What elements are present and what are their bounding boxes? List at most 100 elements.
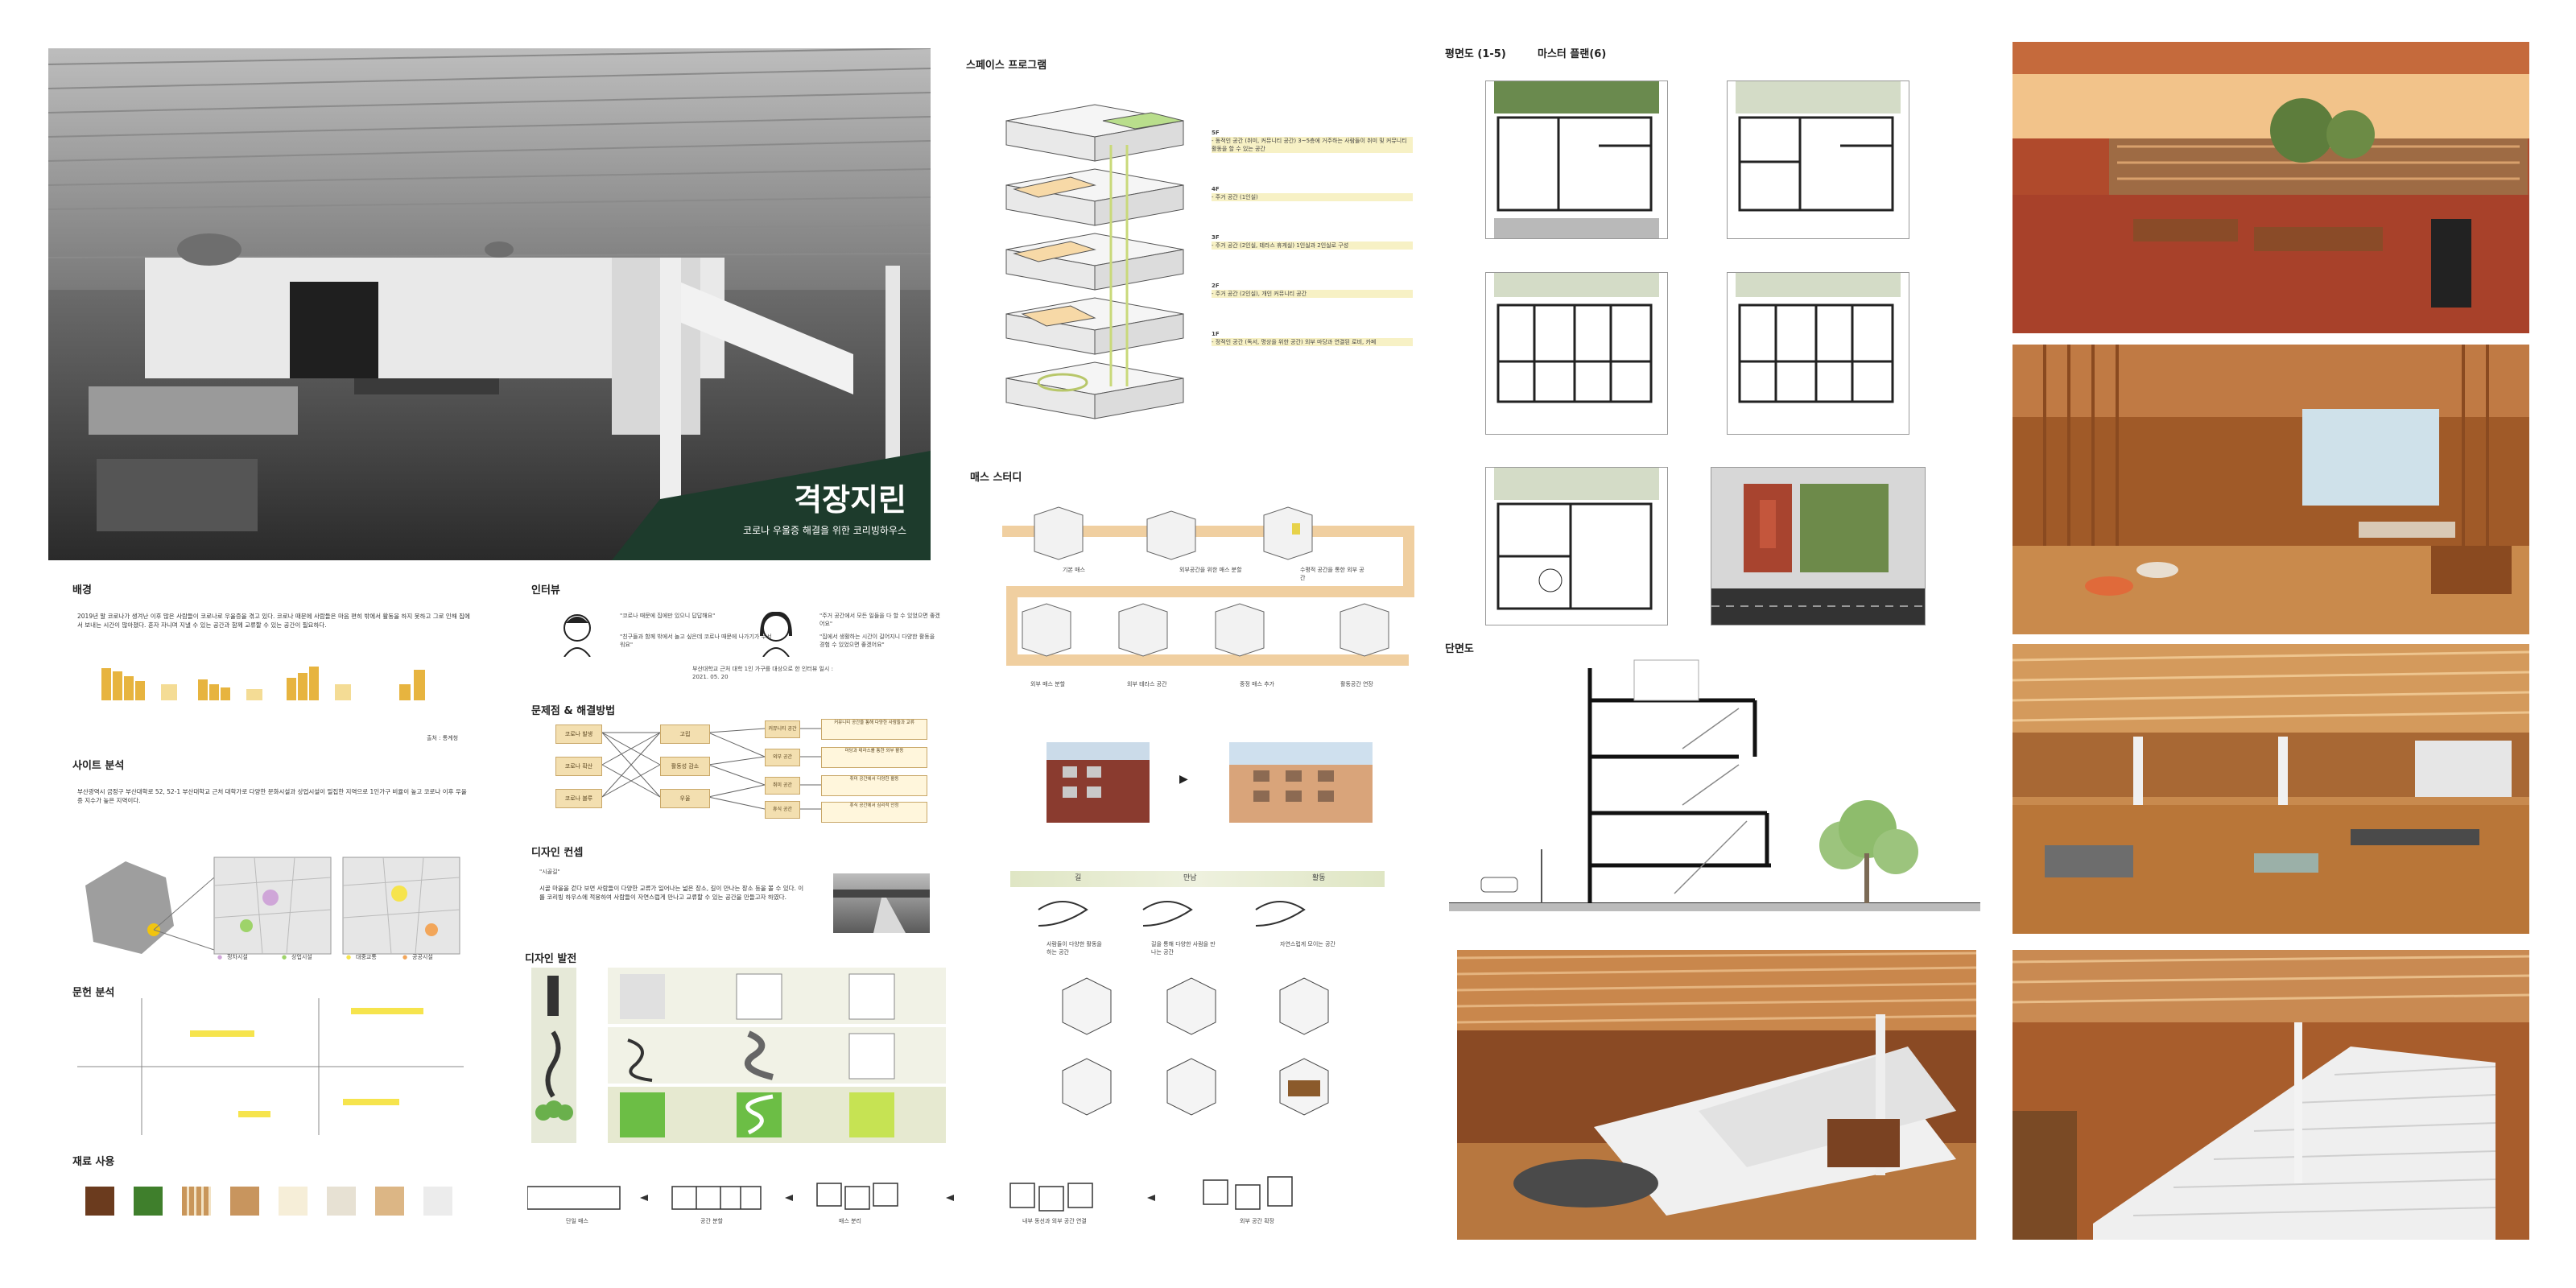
background-charts	[77, 660, 456, 733]
literature-grid	[77, 998, 464, 1135]
section-master-plan-title: 마스터 플랜(6)	[1538, 48, 1607, 60]
flow-step-3: 매스 분리	[839, 1218, 861, 1224]
concept-text: 시골 마을을 걷다 보면 사람들이 다양한 교류가 일어나는 넓은 장소, 길이…	[539, 885, 804, 901]
material-wood-slat	[182, 1187, 211, 1216]
middle-box-1: 고립	[660, 724, 710, 744]
development-diagram	[531, 968, 946, 1143]
problem-box-3: 코로나 블루	[555, 789, 602, 808]
section-plans-title: 평면도 (1-5)	[1445, 48, 1506, 60]
middle-box-2: 활동성 감소	[660, 757, 710, 776]
floor-1-text: - 정적인 공간 (독서, 명상을 위한 공간) 외부 마당과 연결된 로비, …	[1212, 338, 1413, 346]
mass-caption-6: 중정 매스 추가	[1240, 681, 1275, 687]
background-text: 2019년 말 코로나가 생겨난 이후 많은 사람들이 코로나로 우울증을 겪고…	[77, 613, 470, 629]
space-program-legend: 5F - 동적인 공간 (취미, 커뮤니티 공간) 3~5층에 거주하는 사람들…	[1212, 129, 1413, 435]
legend-dot-2: ●	[282, 954, 287, 960]
stair-seating-scene	[2013, 950, 2529, 1240]
floor-plan-3-drawing	[1494, 273, 1659, 403]
floor-4-title: 4F	[1212, 186, 1220, 192]
legend-label-1: 정차시설	[227, 954, 248, 960]
mass-caption-4: 외부 매스 분할	[1030, 681, 1066, 687]
concept-flow-bar	[1010, 871, 1385, 887]
arrow-icon: ▶	[1179, 773, 1188, 786]
section-space-program-title: 스페이스 프로그램	[966, 60, 1047, 72]
exploded-axonometric	[1005, 104, 1184, 419]
outcome-box-4: 휴식 공간에서 심리적 안정	[821, 802, 927, 823]
material-grass	[134, 1187, 163, 1216]
floor-4-text: - 주거 공간 (1인실)	[1212, 193, 1413, 201]
floor-plan-1-drawing	[1494, 81, 1659, 238]
hobby-space-scene	[2013, 644, 2529, 934]
female-avatar-icon	[760, 611, 792, 658]
floor-plan-1	[1485, 80, 1668, 239]
legend-label-2: 상업시설	[291, 954, 312, 960]
mass-study-graphics	[1002, 506, 1414, 666]
detail-caption-2: 길을 통해 다양한 사람을 만나는 공간	[1151, 941, 1216, 956]
concept-keyword: "시골길"	[539, 869, 560, 875]
concept-flow-activity: 활동	[1312, 874, 1326, 882]
flow-step-1: 단일 매스	[566, 1218, 588, 1224]
section-interview-title: 인터뷰	[531, 584, 560, 597]
section-literature-title: 문헌 분석	[72, 987, 115, 999]
development-graphics	[531, 968, 946, 1143]
red-building	[1046, 742, 1150, 798]
solution-box-4: 휴식 공간	[765, 801, 800, 819]
interview-avatar-female	[758, 611, 794, 658]
staircase-lounge-scene	[1457, 950, 1976, 1240]
legend-dot-1: ●	[217, 954, 223, 960]
mass-caption-5: 외부 테라스 공간	[1127, 681, 1167, 687]
material-wood	[230, 1187, 259, 1216]
solution-box-2: 외부 공간	[765, 749, 800, 766]
concept-flow-diagrams	[1030, 894, 1377, 1127]
outcome-box-2: 마당과 테라스를 통한 외부 활동	[821, 747, 927, 768]
flow-steps-diagram	[526, 1175, 1356, 1224]
proposed-building	[1229, 742, 1373, 802]
building-section-drawing	[1449, 652, 1980, 934]
mass-caption-3: 수평적 공간을 통한 외부 공간	[1300, 567, 1364, 581]
mass-caption-7: 활동공간 연장	[1340, 681, 1373, 687]
lounge-wood-scene	[2013, 345, 2529, 634]
material-cream	[279, 1187, 308, 1216]
render-rooftop-terrace	[2013, 42, 2529, 333]
floor-plan-3	[1485, 272, 1668, 435]
interview-quote-3: "주거 공간에서 모든 일들을 다 할 수 있었으면 좋겠어요"	[819, 613, 940, 627]
existing-building-photo	[1046, 742, 1150, 823]
floor-5-text: - 동적인 공간 (취미, 커뮤니티 공간) 3~5층에 거주하는 사람들이 취…	[1212, 137, 1413, 153]
section-materials-title: 재료 사용	[72, 1156, 115, 1168]
floor-1-title: 1F	[1212, 331, 1220, 337]
concept-photo	[833, 873, 930, 933]
floor-plan-2-drawing	[1736, 81, 1901, 212]
problem-diagram-lines	[555, 720, 934, 817]
outcome-box-1: 커뮤니티 공간을 통해 다양한 사람들과 교류	[821, 719, 927, 740]
legend-dot-4: ●	[402, 954, 408, 960]
interview-quote-1: "코로나 때문에 집에만 있으니 답답해요"	[620, 613, 716, 619]
floor-plan-5-drawing	[1494, 468, 1659, 610]
floor-5-title: 5F	[1212, 130, 1220, 136]
interior-bw-render	[48, 48, 931, 560]
proposed-building-photo	[1229, 742, 1373, 823]
concept-flow-graphics	[1038, 901, 1329, 1116]
material-soil	[85, 1187, 114, 1216]
mass-caption-1: 기본 매스	[1063, 567, 1085, 573]
site-maps	[77, 853, 464, 958]
flow-step-5: 외부 공간 확장	[1240, 1218, 1275, 1224]
problem-box-1: 코로나 발생	[555, 724, 602, 744]
interview-quote-2: "친구들과 함께 밖에서 놀고 싶은데 코로나 때문에 나가기가 무서워요"	[620, 634, 772, 648]
solution-box-3: 취미 공간	[765, 777, 800, 795]
background-bar-charts	[101, 667, 425, 700]
site-legend: ● 정차시설 ● 상업시설 ● 대중교통 ● 공공시설	[217, 953, 459, 964]
legend-label-4: 공공시설	[412, 954, 433, 960]
mass-study-diagram	[1002, 491, 1421, 692]
interview-caption: 부산대학교 근처 대학 1인 가구를 대상으로 한 인터뷰 일시 : 2021.…	[692, 666, 833, 680]
problem-box-2: 코로나 확산	[555, 757, 602, 776]
render-hobby-space	[2013, 644, 2529, 934]
hero-title: 격장지린	[794, 482, 906, 518]
legend-label-3: 대중교통	[356, 954, 377, 960]
concept-flow-meet: 만남	[1183, 874, 1197, 882]
legend-dot-3: ●	[346, 954, 352, 960]
space-program-axon	[998, 97, 1199, 435]
site-map-graphics	[85, 857, 460, 955]
floor-plan-5	[1485, 467, 1668, 625]
section-graphics	[1449, 659, 1980, 911]
site-text: 부산광역시 금정구 부산대학로 52, 52-1 부산대학교 근처 대학가로 다…	[77, 788, 467, 804]
render-lounge-wood	[2013, 345, 2529, 634]
